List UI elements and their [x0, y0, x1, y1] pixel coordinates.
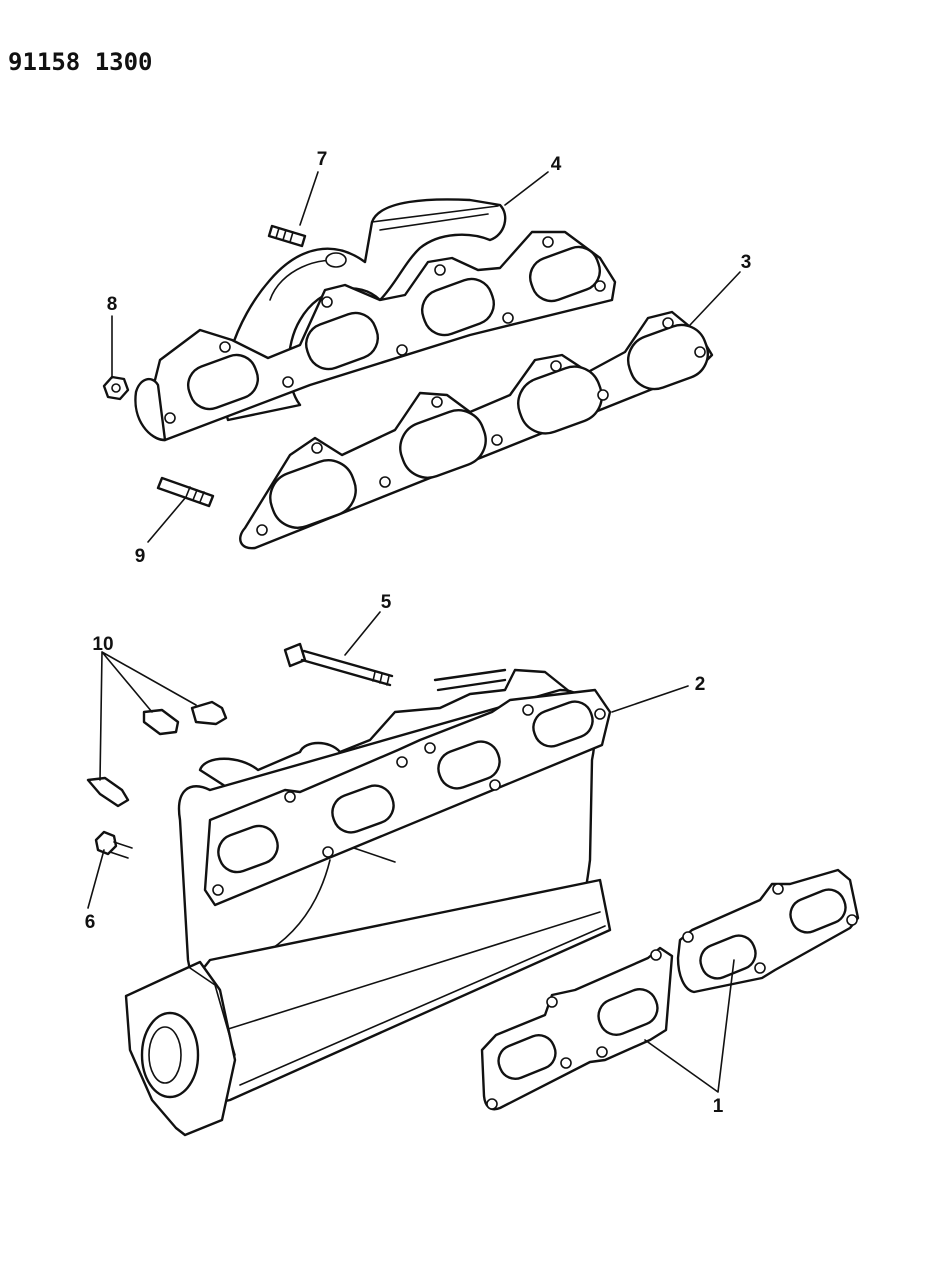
- leader-lines: [87, 171, 741, 1093]
- stud-7: [267, 224, 307, 248]
- callout-5: 5: [381, 592, 392, 613]
- intake-manifold: [124, 668, 612, 1137]
- callout-3: 3: [741, 252, 752, 273]
- bolt-5: [283, 642, 394, 687]
- document-code: 91158 1300: [8, 48, 153, 76]
- callout-8: 8: [107, 294, 118, 315]
- intake-gasket-left: [480, 946, 674, 1111]
- callout-6: 6: [85, 912, 96, 933]
- bolts-10: [86, 700, 228, 808]
- intake-gasket-right: [676, 868, 860, 994]
- exhaust-manifold-gasket: [239, 310, 714, 550]
- callout-4: 4: [551, 154, 562, 175]
- bolt-6: [94, 830, 133, 859]
- callout-labels: 1 2 3 4 5 6 7 8 9 10: [85, 149, 752, 1117]
- exhaust-manifold: [134, 198, 617, 442]
- stud-9: [156, 476, 215, 508]
- callout-9: 9: [135, 546, 146, 567]
- callout-10: 10: [92, 634, 113, 655]
- callout-2: 2: [695, 674, 706, 695]
- callout-7: 7: [317, 149, 328, 170]
- callout-1: 1: [713, 1096, 724, 1117]
- nut-8: [102, 375, 130, 401]
